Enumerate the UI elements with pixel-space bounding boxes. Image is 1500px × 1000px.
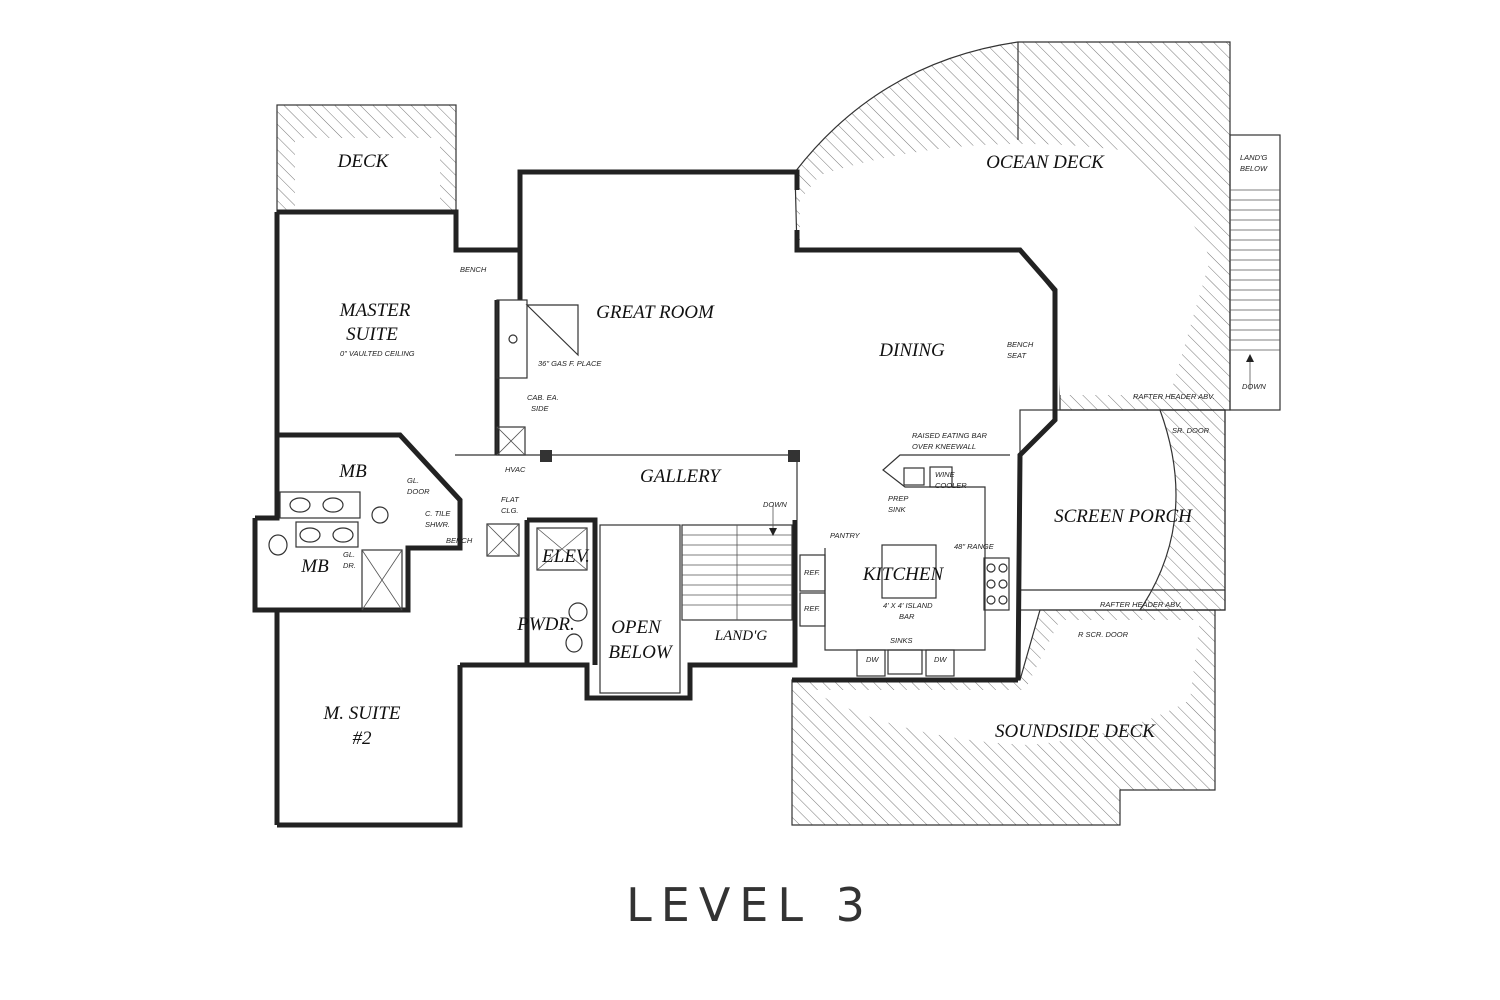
note-gl-dr-2: DR. (343, 561, 356, 570)
note-flat-2: CLG. (501, 506, 519, 515)
note-prep-1: PREP (888, 494, 908, 503)
note-landg-below-1: LAND'G (1240, 153, 1267, 162)
note-fireplace: 36" GAS F. PLACE (538, 359, 602, 368)
note-island-2: BAR (899, 612, 915, 621)
note-range: 48" RANGE (954, 542, 995, 551)
note-bench-seat-2: SEAT (1007, 351, 1027, 360)
note-tile-1: C. TILE (425, 509, 451, 518)
note-sr-door: SR. DOOR (1172, 426, 1210, 435)
room-label-pwdr: PWDR. (516, 614, 575, 635)
note-r-scr-door: R SCR. DOOR (1078, 630, 1129, 639)
note-dw-1: DW (866, 655, 879, 664)
room-label-ocean-deck: OCEAN DECK (986, 152, 1105, 173)
fireplace (496, 299, 579, 456)
room-label-m-suite-2-2: #2 (353, 728, 373, 749)
note-wine-2: COOLER (935, 481, 967, 490)
note-rafter-top: RAFTER HEADER ABV. (1133, 392, 1215, 401)
room-label-dining: DINING (878, 340, 945, 361)
note-wine-1: WINE (935, 470, 956, 479)
room-label-great-room: GREAT ROOM (596, 302, 715, 323)
room-label-mb-upper: MB (338, 461, 367, 482)
note-ref-1: REF. (804, 568, 820, 577)
note-raised-bar-2: OVER KNEEWALL (912, 442, 976, 451)
note-ref-2: REF. (804, 604, 820, 613)
note-raised-bar-1: RAISED EATING BAR (912, 431, 987, 440)
note-bench: BENCH (460, 265, 487, 274)
note-gl-dr-1: GL. (343, 550, 355, 559)
room-label-gallery: GALLERY (640, 466, 722, 487)
note-down-stair: DOWN (763, 500, 787, 509)
room-label-m-suite-2-1: M. SUITE (322, 703, 400, 724)
note-island-1: 4' X 4' ISLAND (883, 601, 933, 610)
note-prep-2: SINK (888, 505, 907, 514)
note-vaulted: 0" VAULTED CEILING (340, 349, 415, 358)
note-gl-door-2: DOOR (407, 487, 430, 496)
note-cab-2: SIDE (531, 404, 550, 413)
room-label-kitchen: KITCHEN (862, 564, 945, 585)
room-label-master-suite-2: SUITE (346, 324, 398, 345)
room-label-master-suite-1: MASTER (339, 300, 411, 321)
stairs (599, 505, 793, 694)
note-down-right: DOWN (1242, 382, 1266, 391)
note-bench-shower: BENCH (446, 536, 473, 545)
room-label-screen-porch: SCREEN PORCH (1054, 506, 1193, 527)
room-label-deck: DECK (337, 151, 390, 172)
bath-fixtures (268, 491, 588, 653)
level-title: LEVEL 3 (626, 878, 874, 932)
note-tile-2: SHWR. (425, 520, 450, 529)
stair-landing-below (1229, 134, 1281, 411)
room-label-elev: ELEV. (541, 546, 590, 567)
note-cab-1: CAB. EA. (527, 393, 559, 402)
kitchen-fixtures (799, 454, 1010, 677)
note-rafter-bottom: RAFTER HEADER ABV. (1100, 600, 1182, 609)
note-hvac: HVAC (505, 465, 526, 474)
note-dw-2: DW (934, 655, 947, 664)
note-bench-seat-1: BENCH (1007, 340, 1034, 349)
soundside-deck-area (791, 609, 1216, 826)
room-label-open-below-2: BELOW (608, 642, 674, 663)
note-pantry: PANTRY (830, 531, 861, 540)
room-label-landing: LAND'G (714, 628, 768, 644)
deck-area (276, 104, 457, 213)
ocean-deck-area (794, 41, 1231, 411)
note-gl-door-1: GL. (407, 476, 419, 485)
note-sinks: SINKS (890, 636, 913, 645)
room-label-soundside-deck: SOUNDSIDE DECK (995, 721, 1156, 742)
room-label-open-below-1: OPEN (611, 617, 662, 638)
note-landg-below-2: BELOW (1240, 164, 1268, 173)
note-flat-1: FLAT (501, 495, 520, 504)
room-label-mb-lower: MB (300, 556, 329, 577)
